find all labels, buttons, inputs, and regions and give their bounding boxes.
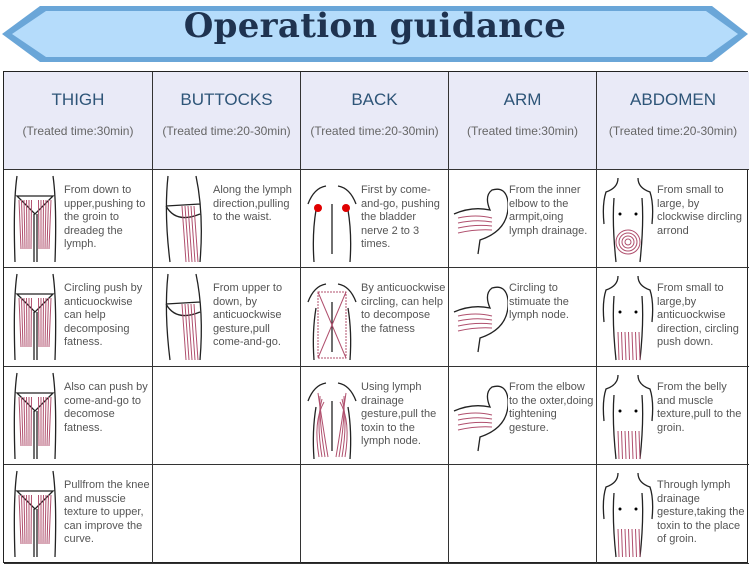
back-massage-illustration [307,382,357,460]
step-instruction: By anticuockwise circling, can help to d… [361,282,446,335]
title-banner: Operation guidance [0,0,750,64]
column-header-arm: ARM (Treated time:30min) [449,72,597,170]
arm-massage-illustration [453,188,508,255]
step-cell-back: By anticuockwise circling, can help to d… [301,268,449,367]
abdomen-massage-illustration [602,275,654,361]
step-cell-arm: From the inner elbow to the armpit,oing … [449,170,597,268]
column-header-buttocks: BUTTOCKS (Treated time:20-30min) [153,72,301,170]
buttocks-massage-illustration [165,273,202,361]
step-instruction: Using lymph drainage gesture,pull the to… [361,381,437,448]
step-cell-arm: Circling to stimuate the lymph node. [449,268,597,367]
body-part-name: BACK [351,90,398,109]
step-cell-abdomen: From small to large,by anticuockwise dir… [597,268,749,367]
step-cell-back [301,465,449,564]
thigh-massage-illustration [13,175,57,263]
step-instruction: From the elbow to the oxter,doing tighte… [509,381,594,434]
column-header-back: BACK (Treated time:20-30min) [301,72,449,170]
step-cell-buttocks [153,367,301,465]
step-instruction: From small to large,by anticuockwise dir… [657,282,739,349]
abdomen-massage-illustration [602,472,654,558]
thigh-massage-illustration [13,372,57,460]
body-part-name: THIGH [51,90,105,109]
step-cell-arm: From the elbow to the oxter,doing tighte… [449,367,597,465]
step-cell-thigh: From down to upper,pushing to the groin … [4,170,153,268]
treated-time: (Treated time:20-30min) [162,124,291,138]
step-cell-thigh: Also can push by come-and-go to decomose… [4,367,153,465]
step-instruction: From down to upper,pushing to the groin … [64,184,146,251]
step-cell-abdomen: From the belly and muscle texture,pull t… [597,367,749,465]
step-cell-thigh: Circling push by anticuockwise can help … [4,268,153,367]
step-instruction: From the belly and muscle texture,pull t… [657,381,742,434]
step-cell-back: First by come-and-go, pushing the bladde… [301,170,449,268]
arm-massage-illustration [453,385,508,452]
body-part-name: ARM [503,90,542,109]
step-cell-abdomen: From small to large, by clockwise dircli… [597,170,749,268]
step-instruction: Along the lymph direction,pulling to the… [213,184,292,224]
step-instruction: Through lymph drainage gesture,taking th… [657,479,745,546]
step-cell-back: Using lymph drainage gesture,pull the to… [301,367,449,465]
arm-massage-illustration [453,286,508,353]
abdomen-massage-illustration [602,177,654,263]
treated-time: (Treated time:30min) [22,124,134,138]
step-instruction: From upper to down, by anticuockwise ges… [213,282,283,349]
step-cell-buttocks [153,465,301,564]
back-massage-illustration [307,283,357,361]
step-cell-buttocks: From upper to down, by anticuockwise ges… [153,268,301,367]
step-cell-buttocks: Along the lymph direction,pulling to the… [153,170,301,268]
step-cell-arm [449,465,597,564]
thigh-massage-illustration [13,470,57,558]
step-instruction: Circling push by anticuockwise can help … [64,282,143,349]
treated-time: (Treated time:20-30min) [310,124,439,138]
body-part-name: ABDOMEN [630,90,716,109]
back-massage-illustration [307,185,357,263]
banner-ribbon-shape [2,6,748,62]
page-title: Operation guidance [183,6,567,46]
column-header-abdomen: ABDOMEN (Treated time:20-30min) [597,72,749,170]
step-instruction: Circling to stimuate the lymph node. [509,282,569,322]
treated-time: (Treated time:20-30min) [608,124,738,138]
body-part-name: BUTTOCKS [180,90,273,109]
thigh-massage-illustration [13,273,57,361]
step-instruction: From small to large, by clockwise dircli… [657,184,742,237]
column-header-thigh: THIGH (Treated time:30min) [4,72,153,170]
buttocks-massage-illustration [165,175,202,263]
guidance-table: THIGH (Treated time:30min) BUTTOCKS (Treate… [3,71,749,564]
step-cell-thigh: Pullfrom the knee and musscie texture to… [4,465,153,564]
step-instruction: First by come-and-go, pushing the bladde… [361,184,440,251]
step-cell-abdomen: Through lymph drainage gesture,taking th… [597,465,749,564]
step-instruction: Pullfrom the knee and musscie texture to… [64,479,150,546]
treated-time: (Treated time:30min) [467,124,578,138]
step-instruction: From the inner elbow to the armpit,oing … [509,184,588,237]
step-instruction: Also can push by come-and-go to decomose… [64,381,148,434]
abdomen-massage-illustration [602,374,654,460]
